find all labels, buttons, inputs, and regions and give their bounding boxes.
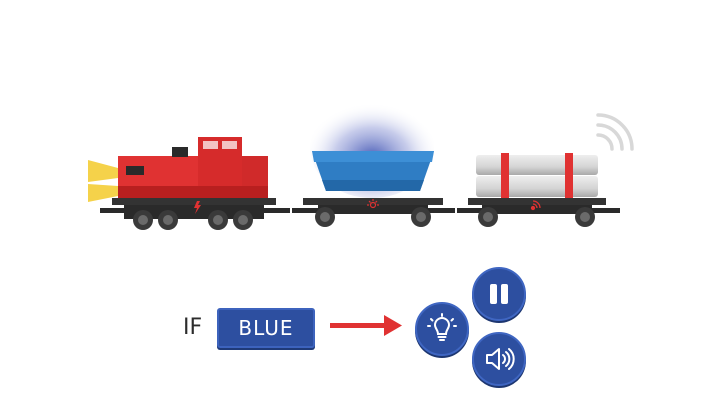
light-sensor-icon xyxy=(367,199,379,209)
headlight-beam xyxy=(88,160,118,182)
pause-action-button[interactable] xyxy=(472,267,526,321)
strap xyxy=(565,153,573,199)
condition-color-chip[interactable]: BLUE xyxy=(217,308,315,348)
front-window xyxy=(126,166,144,175)
pipe xyxy=(476,176,598,197)
light-bulb-icon xyxy=(427,313,457,341)
pipe-car[interactable] xyxy=(457,113,634,227)
strap xyxy=(501,153,509,199)
pipe xyxy=(476,155,598,175)
hopper-car[interactable] xyxy=(292,98,455,227)
headlight-beam xyxy=(88,184,118,202)
cab-window xyxy=(203,141,218,149)
cab-window xyxy=(222,141,237,149)
rule-arrow xyxy=(330,315,402,336)
wifi-signal-icon xyxy=(596,113,634,151)
exhaust-stack xyxy=(172,147,188,157)
if-label: IF xyxy=(183,315,203,340)
light-action-button[interactable] xyxy=(415,302,469,356)
sound-action-button[interactable] xyxy=(472,332,526,386)
power-icon xyxy=(194,201,201,214)
pause-icon xyxy=(490,284,508,304)
speaker-icon xyxy=(486,348,515,370)
locomotive[interactable] xyxy=(88,137,290,230)
receiver-icon xyxy=(530,200,541,211)
